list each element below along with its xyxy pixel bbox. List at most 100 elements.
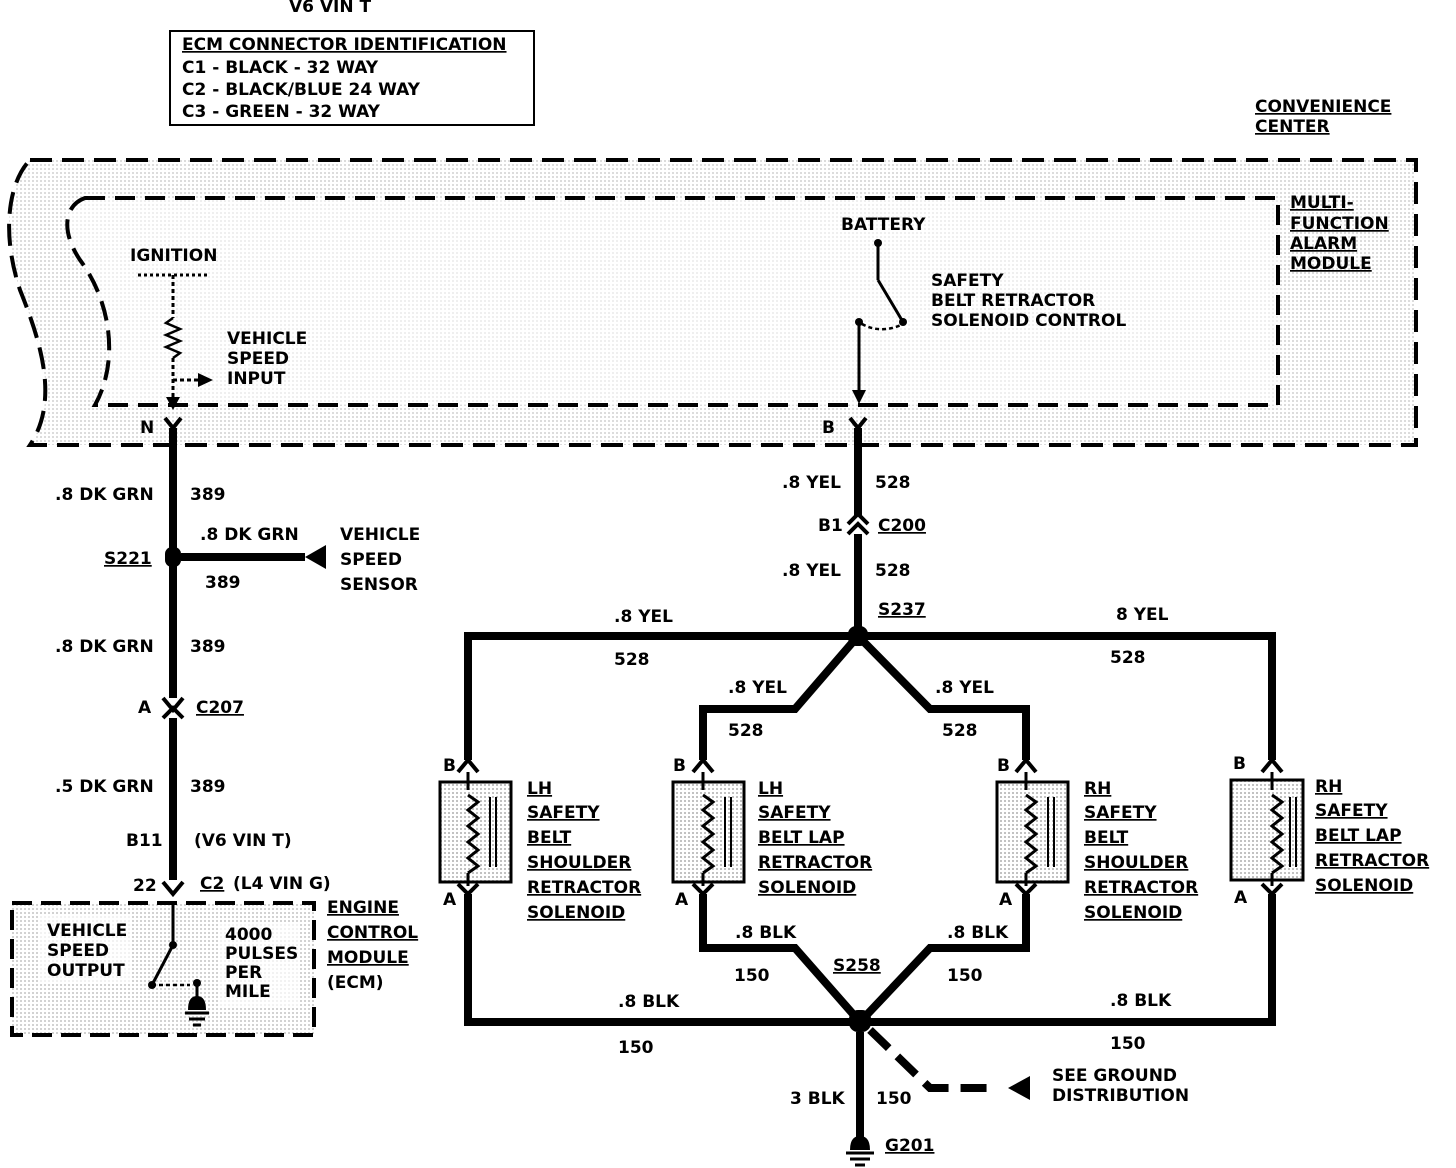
- connector-c200: [846, 511, 870, 536]
- ecm-name-label: ENGINE: [327, 898, 399, 918]
- circuit-number: 528: [728, 721, 764, 741]
- wire-label: .8 BLK: [735, 923, 797, 943]
- connector-label: C200: [878, 516, 926, 536]
- vehicle-speed-input-label: INPUT: [227, 369, 286, 389]
- ecm-connector-id-box: ECM CONNECTOR IDENTIFICATION C1 - BLACK …: [169, 30, 535, 126]
- ecm-id-line: C2 - BLACK/BLUE 24 WAY: [182, 80, 421, 100]
- circuit-number: 528: [614, 650, 650, 670]
- connector-label: C2: [200, 874, 224, 894]
- pulses-label: MILE: [225, 982, 271, 1002]
- wire-label: 3 BLK: [790, 1089, 846, 1109]
- ground-icon: [185, 996, 209, 1027]
- pin-label: B: [673, 756, 686, 776]
- vehicle-speed-input-label: VEHICLE: [227, 329, 307, 349]
- pin-label: B: [822, 418, 835, 438]
- mfam-label: MODULE: [1290, 254, 1372, 274]
- coil-icon: [1269, 793, 1285, 875]
- ground-distribution-label: DISTRIBUTION: [1052, 1086, 1189, 1106]
- solenoid-group: B A LH SAFETY BELT SHOULDER RETRACTOR SO…: [438, 754, 1429, 923]
- solenoid-label: RETRACTOR: [758, 853, 872, 873]
- ecm-name-label: (ECM): [327, 973, 384, 993]
- lh-shoulder-solenoid: B A LH SAFETY BELT SHOULDER RETRACTOR SO…: [438, 756, 641, 923]
- solenoid-label: SOLENOID: [1315, 876, 1413, 896]
- pin-label: A: [675, 890, 689, 910]
- coil-icon: [1023, 793, 1039, 875]
- wire-label: .5 DK GRN: [55, 777, 154, 797]
- solenoid-label: SAFETY: [758, 803, 831, 823]
- mfam-label: MULTI-: [1290, 193, 1354, 213]
- ecm-name-label: MODULE: [327, 948, 409, 968]
- pulses-label: PULSES: [225, 944, 298, 964]
- solenoid-label: BELT: [527, 828, 572, 848]
- variant-label: (V6 VIN T): [194, 831, 292, 851]
- lh-lap-solenoid: B A LH SAFETY BELT LAP RETRACTOR SOLENOI…: [671, 756, 872, 910]
- wire-label: .8 DK GRN: [55, 637, 154, 657]
- wire-label: .8 YEL: [782, 473, 841, 493]
- pin-label: A: [138, 698, 152, 718]
- solenoid-label: BELT LAP: [758, 828, 845, 848]
- convenience-center-label: CENTER: [1255, 117, 1330, 137]
- splice-s258: [849, 1010, 871, 1032]
- engine-control-module: VEHICLE SPEED OUTPUT 4000 PULSES PER MIL…: [10, 898, 418, 1037]
- wire-label: 8 YEL: [1116, 605, 1169, 625]
- resistor-icon: [162, 316, 184, 360]
- arrow-right-icon: [198, 373, 213, 387]
- circuit-number: 528: [942, 721, 978, 741]
- pin-label: B11: [126, 831, 163, 851]
- ground-distribution-label: SEE GROUND: [1052, 1066, 1177, 1086]
- pulses-label: PER: [225, 963, 262, 983]
- solenoid-label: SAFETY: [1084, 803, 1157, 823]
- solenoid-label: SOLENOID: [758, 878, 856, 898]
- rh-shoulder-solenoid: B A RH SAFETY BELT SHOULDER RETRACTOR SO…: [995, 756, 1198, 923]
- solenoid-label: SHOULDER: [527, 853, 631, 873]
- vehicle-speed-sensor-label: VEHICLE: [340, 525, 420, 545]
- splice-label: S237: [878, 600, 926, 620]
- ignition-label: IGNITION: [130, 246, 217, 266]
- solenoid-label: RETRACTOR: [1084, 878, 1198, 898]
- pin-label: B: [1233, 754, 1246, 774]
- wire-label: .8 YEL: [782, 561, 841, 581]
- battery-label: BATTERY: [841, 215, 926, 235]
- vehicle-speed-sensor-label: SPEED: [340, 550, 402, 570]
- wire-label: .8 YEL: [935, 678, 994, 698]
- wire-label: .8 BLK: [947, 923, 1009, 943]
- circuit-number: 150: [876, 1089, 912, 1109]
- pin-label: A: [443, 890, 457, 910]
- solenoid-label: BELT LAP: [1315, 826, 1402, 846]
- pin-label: B: [443, 756, 456, 776]
- pin-label: B: [997, 756, 1010, 776]
- solenoid-label: RH: [1084, 779, 1111, 799]
- circuit-number: 389: [205, 573, 241, 593]
- pin-label: A: [999, 890, 1013, 910]
- variant-label: (L4 VIN G): [233, 874, 331, 894]
- solenoid-label: SOLENOID: [527, 903, 625, 923]
- ecm-id-line: C1 - BLACK - 32 WAY: [182, 58, 379, 78]
- rh-lap-solenoid: B A RH SAFETY BELT LAP RETRACTOR SOLENOI…: [1229, 754, 1429, 908]
- wire-label: .8 BLK: [618, 992, 680, 1012]
- solenoid-label: RETRACTOR: [527, 878, 641, 898]
- solenoid-label: BELT: [1084, 828, 1129, 848]
- splice-s221: [165, 547, 181, 567]
- arrow-down-icon: [166, 397, 180, 410]
- retractor-feed-circuit: B .8 YEL 528 B1 C200 .8 YEL 528 S237 .8 …: [464, 416, 1276, 760]
- coil-icon: [700, 793, 716, 875]
- solenoid-label: SHOULDER: [1084, 853, 1188, 873]
- solenoid-control-label: SOLENOID CONTROL: [931, 311, 1126, 331]
- ecm-id-line: C3 - GREEN - 32 WAY: [182, 102, 381, 122]
- solenoid-label: SAFETY: [527, 803, 600, 823]
- circuit-number: 150: [618, 1038, 654, 1058]
- solenoid-label: SAFETY: [1315, 801, 1388, 821]
- circuit-number: 389: [190, 485, 226, 505]
- splice-label: S258: [833, 956, 881, 976]
- circuit-number: 528: [1110, 648, 1146, 668]
- wire-label: .8 YEL: [728, 678, 787, 698]
- ignition-input: IGNITION VEHICLE SPEED INPUT: [130, 246, 307, 410]
- wire-label: .8 BLK: [1110, 991, 1172, 1011]
- multi-function-alarm-module: MULTI- FUNCTION ALARM MODULE: [65, 193, 1389, 407]
- circuit-number: 150: [734, 966, 770, 986]
- coil-icon: [465, 793, 481, 875]
- circuit-number: 528: [875, 561, 911, 581]
- battery-switch: BATTERY SAFETY BELT RETRACTOR SOLENOID C…: [841, 215, 1126, 404]
- pin-label: B1: [818, 516, 843, 536]
